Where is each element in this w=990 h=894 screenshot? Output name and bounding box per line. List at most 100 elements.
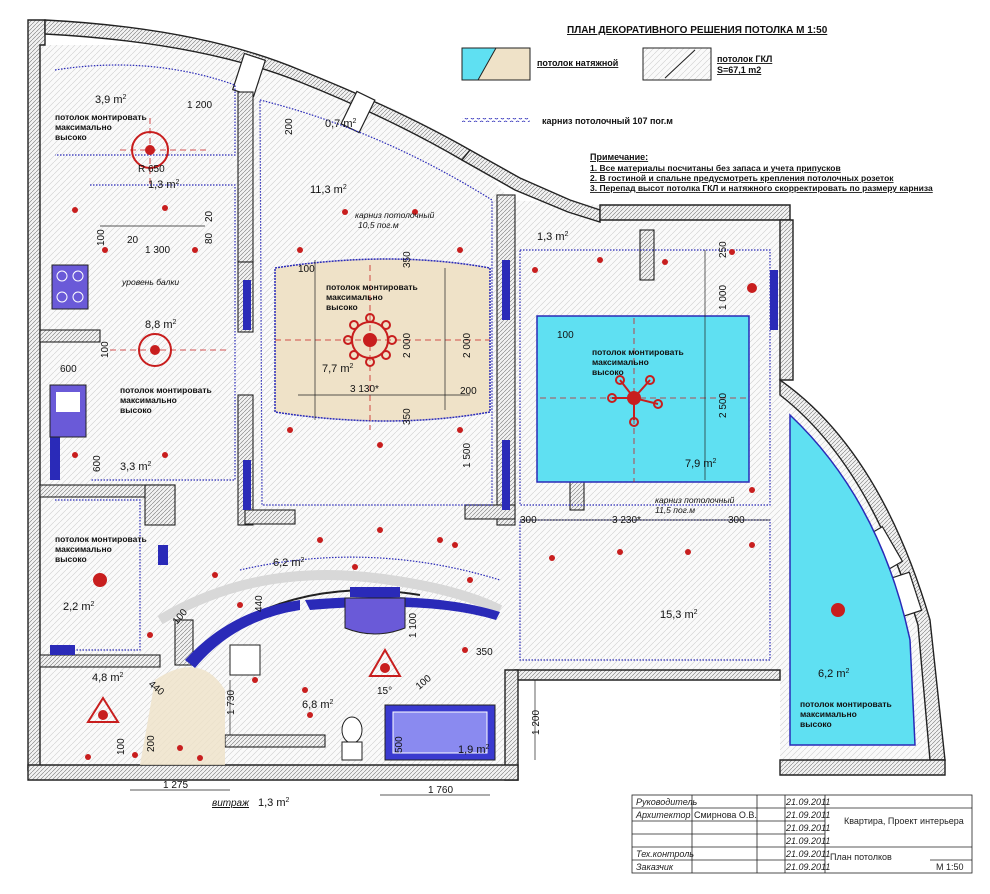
svg-text:8,8 m2: 8,8 m2 bbox=[145, 319, 177, 331]
legend-stretch-label: потолок натяжной bbox=[537, 58, 618, 68]
note-1: 1. Все материалы посчитаны без запаса и … bbox=[590, 163, 841, 173]
svg-text:2 000: 2 000 bbox=[402, 333, 413, 358]
misc-labels: карниз потолочный 10,5 пог.м карниз пото… bbox=[121, 164, 735, 809]
svg-text:План потолков: План потолков bbox=[830, 852, 892, 862]
notes-title: Примечание: bbox=[590, 152, 648, 162]
mount-notes: потолок монтировать максимально высоко п… bbox=[55, 112, 892, 729]
vitrazh-floor bbox=[140, 667, 225, 765]
cornice-lines bbox=[54, 64, 771, 661]
axis-lines bbox=[110, 118, 750, 482]
svg-text:11,3 m2: 11,3 m2 bbox=[310, 184, 347, 196]
svg-text:2 500: 2 500 bbox=[718, 393, 729, 418]
note-3: 3. Перепад высот потолка ГКЛ и натяжного… bbox=[590, 183, 933, 193]
svg-text:1 500: 1 500 bbox=[462, 443, 473, 468]
svg-text:потолок монтировать: потолок монтировать bbox=[55, 112, 147, 122]
svg-text:300: 300 bbox=[520, 515, 537, 526]
svg-text:7,7 m2: 7,7 m2 bbox=[322, 363, 354, 375]
svg-text:300: 300 bbox=[728, 515, 745, 526]
svg-text:карниз потолочный: карниз потолочный bbox=[655, 495, 735, 505]
svg-text:максимально: максимально bbox=[120, 395, 177, 405]
svg-text:высоко: высоко bbox=[592, 367, 624, 377]
svg-text:1 730: 1 730 bbox=[226, 690, 237, 715]
svg-text:350: 350 bbox=[402, 408, 413, 425]
svg-text:2,2 m2: 2,2 m2 bbox=[63, 601, 95, 613]
svg-text:3 130*: 3 130* bbox=[350, 384, 379, 395]
svg-text:3,9 m2: 3,9 m2 bbox=[95, 94, 127, 106]
note-2: 2. В гостиной и спальне предусмотреть кр… bbox=[590, 173, 894, 183]
legend-cornice-label: карниз потолочный 107 пог.м bbox=[542, 116, 673, 126]
area-labels: 3,9 m2 0,7 m2 1,3 m2 11,3 m2 8,8 m2 7,7 … bbox=[63, 94, 850, 809]
svg-text:4,8 m2: 4,8 m2 bbox=[92, 672, 124, 684]
legend-gkl-swatch bbox=[642, 47, 712, 81]
svg-text:1 000: 1 000 bbox=[718, 285, 729, 310]
svg-text:20: 20 bbox=[127, 235, 139, 246]
svg-text:М 1:50: М 1:50 bbox=[936, 862, 964, 872]
svg-text:1,9 m2: 1,9 m2 bbox=[458, 744, 490, 756]
svg-text:1 760: 1 760 bbox=[428, 785, 453, 796]
outer-walls bbox=[27, 19, 946, 781]
svg-text:1 275: 1 275 bbox=[163, 780, 188, 791]
svg-text:15°: 15° bbox=[377, 686, 392, 697]
stove bbox=[51, 264, 89, 310]
svg-text:высоко: высоко bbox=[55, 554, 87, 564]
svg-text:500: 500 bbox=[394, 736, 405, 753]
svg-text:1,3 m2: 1,3 m2 bbox=[148, 179, 180, 191]
svg-text:0,7 m2: 0,7 m2 bbox=[325, 118, 357, 130]
svg-text:2 000: 2 000 bbox=[462, 333, 473, 358]
svg-text:витраж: витраж bbox=[212, 798, 250, 809]
svg-text:высоко: высоко bbox=[55, 132, 87, 142]
bathtub bbox=[384, 704, 496, 761]
svg-text:1 100: 1 100 bbox=[408, 613, 419, 638]
stretch-ceiling-balcony bbox=[789, 413, 916, 746]
svg-text:100: 100 bbox=[298, 264, 315, 275]
svg-text:максимально: максимально bbox=[592, 357, 649, 367]
title-block bbox=[631, 794, 973, 874]
svg-text:Архитектор: Архитектор bbox=[635, 810, 690, 820]
svg-text:6,2 m2: 6,2 m2 bbox=[818, 668, 850, 680]
kitchen-sink bbox=[49, 384, 87, 438]
svg-text:1,3 m2: 1,3 m2 bbox=[537, 231, 569, 243]
washer bbox=[229, 644, 261, 676]
svg-text:200: 200 bbox=[146, 735, 157, 752]
legend-stretch-swatch bbox=[461, 47, 531, 81]
svg-text:R 650: R 650 bbox=[138, 164, 165, 175]
svg-text:600: 600 bbox=[60, 364, 77, 375]
svg-text:максимально: максимально bbox=[326, 292, 383, 302]
svg-text:100: 100 bbox=[116, 738, 127, 755]
title-block-text: Руководитель 21.09.2011 Архитектор Смирн… bbox=[635, 797, 964, 872]
page-title: ПЛАН ДЕКОРАТИВНОГО РЕШЕНИЯ ПОТОЛКА М 1:5… bbox=[567, 25, 828, 36]
svg-text:3,3 m2: 3,3 m2 bbox=[120, 461, 152, 473]
spot-lights bbox=[72, 205, 755, 761]
svg-text:21.09.2011: 21.09.2011 bbox=[785, 849, 830, 859]
svg-text:100: 100 bbox=[100, 341, 111, 358]
svg-text:600: 600 bbox=[92, 455, 103, 472]
svg-text:максимально: максимально bbox=[800, 709, 857, 719]
svg-text:80: 80 bbox=[204, 232, 215, 244]
svg-text:21.09.2011: 21.09.2011 bbox=[785, 862, 830, 872]
stretch-ceiling-living bbox=[274, 258, 491, 422]
svg-text:уровень балки: уровень балки bbox=[121, 277, 179, 287]
svg-text:максимально: максимально bbox=[55, 122, 112, 132]
stretch-ceiling-bedroom bbox=[536, 315, 750, 483]
svg-text:11,5 пог.м: 11,5 пог.м bbox=[655, 505, 695, 515]
svg-text:высоко: высоко bbox=[120, 405, 152, 415]
svg-text:потолок монтировать: потолок монтировать bbox=[120, 385, 212, 395]
svg-text:максимально: максимально bbox=[55, 544, 112, 554]
dimension-lines bbox=[100, 225, 770, 796]
svg-text:100: 100 bbox=[557, 330, 574, 341]
svg-text:Руководитель: Руководитель bbox=[636, 797, 698, 807]
svg-text:20: 20 bbox=[204, 210, 215, 222]
svg-text:потолок монтировать: потолок монтировать bbox=[800, 699, 892, 709]
svg-text:1,3 m2: 1,3 m2 bbox=[258, 797, 290, 809]
svg-text:1 200: 1 200 bbox=[531, 710, 542, 735]
legend-gkl-label: потолок ГКЛ bbox=[717, 54, 772, 64]
toilet bbox=[341, 716, 363, 761]
svg-text:потолок монтировать: потолок монтировать bbox=[326, 282, 418, 292]
svg-text:потолок монтировать: потолок монтировать bbox=[592, 347, 684, 357]
svg-text:200: 200 bbox=[460, 386, 477, 397]
dimension-labels: 1 200 200 20 80 100 20 1 300 100 600 600… bbox=[60, 100, 745, 796]
svg-text:100: 100 bbox=[96, 229, 107, 246]
svg-text:6,2 m2: 6,2 m2 bbox=[273, 557, 305, 569]
svg-text:Тех.контроль: Тех.контроль bbox=[636, 849, 694, 859]
